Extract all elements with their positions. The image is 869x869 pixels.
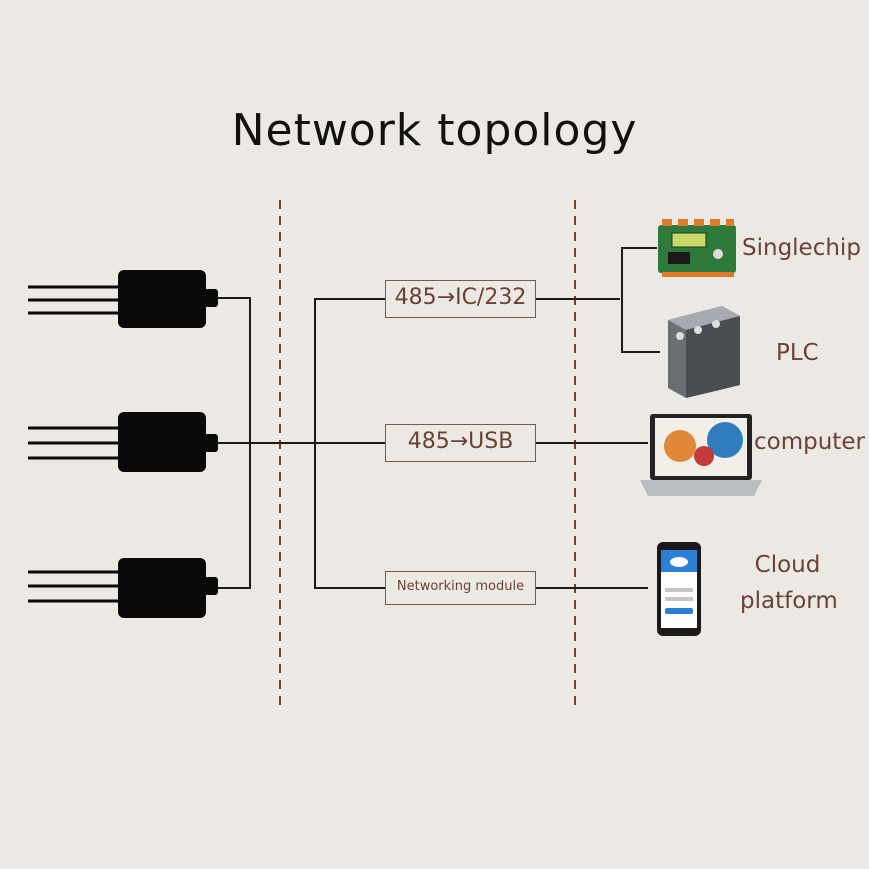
laptop-icon [640, 414, 762, 496]
plc-cabinet-icon [668, 306, 740, 398]
soil-sensor-3 [28, 558, 218, 618]
diagram-title: Network topology [231, 105, 638, 156]
cloud-label-line2: platform [740, 588, 838, 614]
sensor-bus [218, 297, 385, 589]
computer-label: computer [754, 429, 865, 455]
rs232-converter-box: 485→IC/232 [385, 280, 536, 318]
singlechip-board-icon [658, 219, 736, 277]
plc-label: PLC [776, 340, 819, 366]
cloud-label-line1: Cloud [754, 552, 821, 578]
singlechip-label: Singlechip [742, 235, 861, 261]
probe-sensor-icon [28, 558, 218, 618]
trunk-wiring [314, 247, 660, 589]
phone-icon [657, 542, 701, 636]
probe-sensor-icon [28, 270, 218, 328]
probe-sensor-icon [28, 412, 218, 472]
networking-module-box: Networking module [385, 571, 536, 605]
soil-sensor-2 [28, 412, 218, 472]
usb-converter-box: 485→USB [385, 424, 536, 462]
soil-sensor-1 [28, 270, 218, 328]
